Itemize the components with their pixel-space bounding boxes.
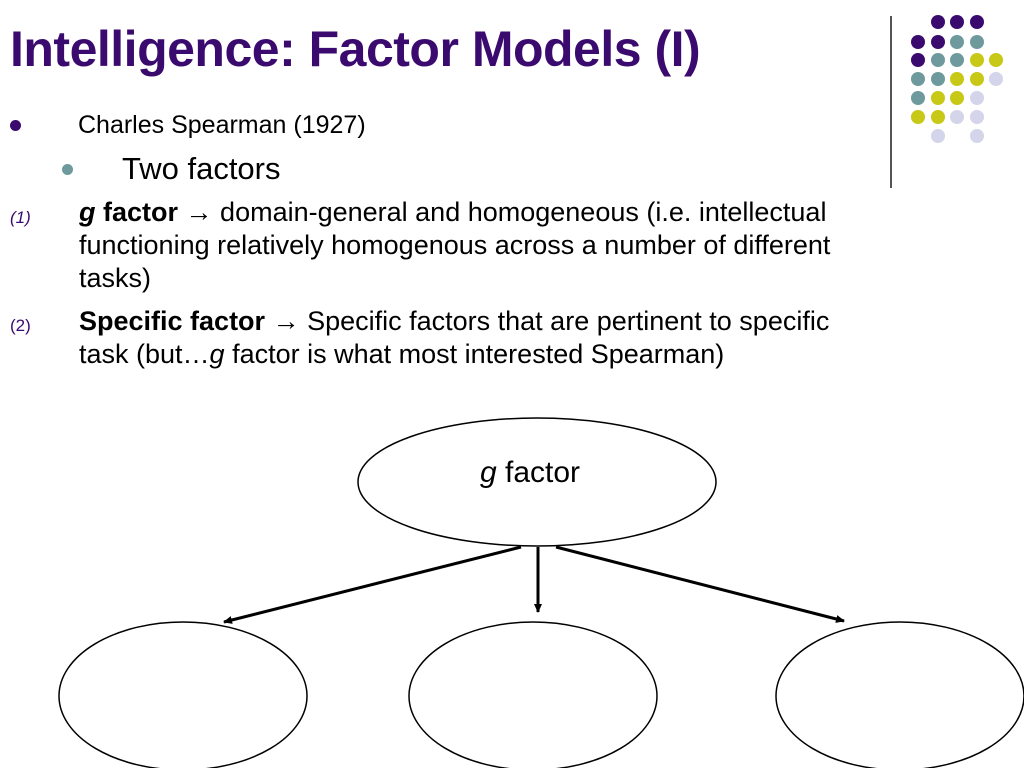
item-text: functioning relatively homogenous across… (79, 230, 831, 260)
decorative-dot (911, 35, 925, 49)
item-text: domain-general and homogeneous (i.e. int… (220, 197, 827, 227)
bullet-level2: Two factors (62, 150, 281, 187)
decorative-dot (931, 91, 945, 105)
bullet-dot (62, 164, 73, 175)
g-italic: g (79, 197, 96, 227)
bullet-level2-text: Two factors (122, 151, 281, 186)
g-factor-label: g factor (480, 456, 580, 489)
item-text: factor is what most interested Spearman) (224, 339, 725, 369)
decorative-dot (970, 53, 984, 67)
decorative-dot (970, 91, 984, 105)
bullet-dot (10, 120, 21, 131)
arrow-left (223, 545, 522, 624)
bullet-level1: Charles Spearman (1927) (10, 110, 366, 140)
decorative-dot (970, 35, 984, 49)
g-italic: g (209, 339, 225, 369)
decorative-dot (950, 91, 964, 105)
arrow-right (555, 545, 845, 623)
specific-factor-node-2 (408, 621, 658, 768)
decorative-dot (970, 129, 984, 143)
decorative-dot (970, 72, 984, 86)
list-item-1: g factor → domain-general and homogeneou… (79, 196, 979, 295)
decorative-dot (931, 35, 945, 49)
specific-factor-node-1 (58, 621, 308, 768)
decorative-dot (931, 53, 945, 67)
decorative-dot (911, 91, 925, 105)
decorative-dot (911, 53, 925, 67)
arrow-icon: → (265, 306, 308, 336)
list-item-2: Specific factor → Specific factors that … (79, 305, 979, 371)
factor-diagram: g factor (58, 417, 1024, 768)
specific-factor-node-3 (775, 621, 1024, 768)
arrow-icon: → (178, 197, 221, 227)
decorative-dot (911, 110, 925, 124)
bullet-level1-text: Charles Spearman (1927) (78, 111, 366, 139)
decorative-dot (970, 110, 984, 124)
decorative-dot (970, 15, 984, 29)
decorative-dot (931, 129, 945, 143)
decorative-dot (931, 110, 945, 124)
item-term: Specific factor (79, 306, 266, 336)
decorative-dot (931, 72, 945, 86)
item-term: factor (95, 197, 179, 227)
decorative-dot (989, 72, 1003, 86)
decorative-dot (989, 53, 1003, 67)
decorative-dot (931, 15, 945, 29)
g-factor-node (357, 417, 717, 547)
item-number-2: (2) (10, 316, 31, 335)
item-text: tasks) (79, 263, 152, 293)
item-number-1: (1) (10, 208, 31, 227)
decorative-dot (950, 110, 964, 124)
divider-line (890, 16, 892, 188)
decorative-dot (950, 15, 964, 29)
item-text: Specific factors that are pertinent to s… (307, 306, 830, 336)
decorative-dot (950, 72, 964, 86)
slide-title: Intelligence: Factor Models (I) (10, 21, 701, 77)
decorative-dot (950, 35, 964, 49)
decorative-dot (911, 72, 925, 86)
decorative-dot-grid (911, 15, 1003, 143)
item-text: task (but… (79, 339, 210, 369)
decorative-dot (950, 53, 964, 67)
